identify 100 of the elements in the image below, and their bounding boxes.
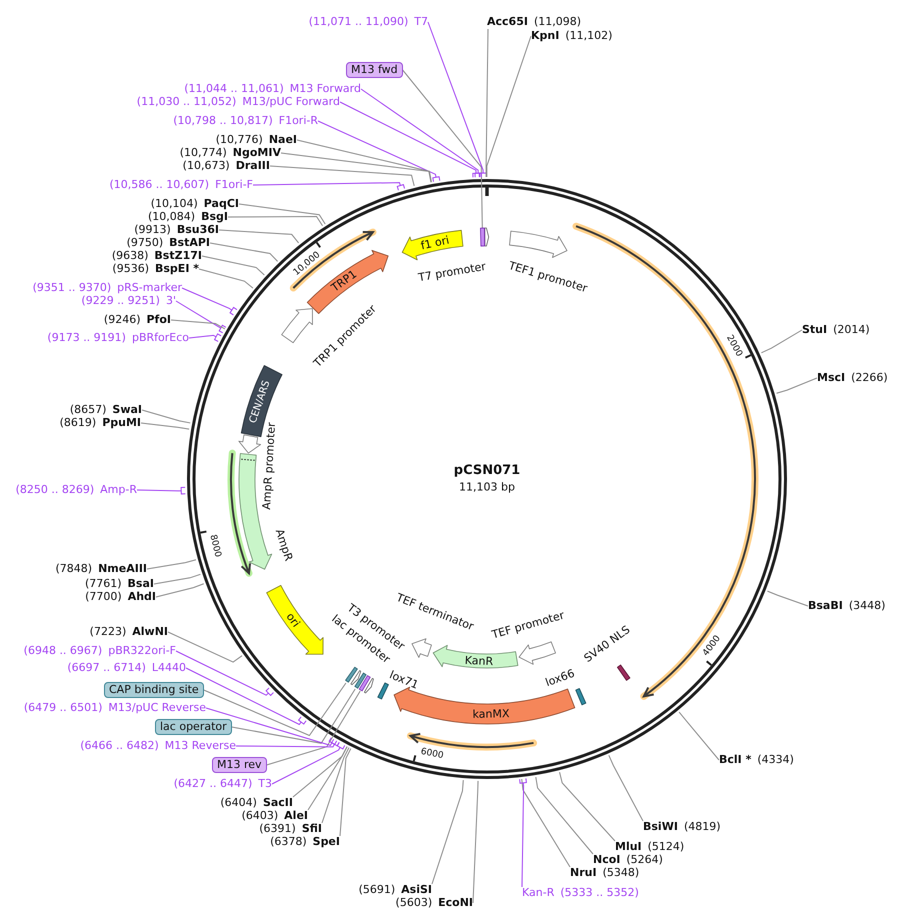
coordinate-label: (6403) [242, 809, 278, 823]
leader-line [176, 300, 226, 334]
primer-name: Kan-R [522, 886, 554, 900]
enzyme-name: NruI [570, 866, 597, 880]
enzyme-name: BclI * [719, 753, 752, 767]
scale-label: 8000 [206, 533, 222, 558]
coordinate-label: (9229 .. 9251) [81, 294, 160, 308]
plasmid-size: 11,103 bp [459, 480, 515, 494]
leader-line [266, 690, 361, 766]
coordinate-label: (5691) [358, 883, 396, 897]
primer-name: Amp-R [100, 483, 137, 497]
coordinate-label: (10,084) [148, 210, 196, 224]
leader-line [535, 776, 594, 854]
coordinate-label: (5333 .. 5352) [560, 886, 639, 900]
coordinate-label: (6404) [220, 796, 257, 810]
leader-line [140, 422, 190, 430]
feature-label: lox66 [543, 666, 576, 690]
coordinate-label: (11,102) [565, 29, 612, 43]
coordinate-label: (9536) [112, 262, 149, 276]
coordinate-label: (10,104) [150, 197, 198, 211]
leader-line [280, 152, 432, 183]
primer-name: 3' [166, 294, 176, 308]
leader-line [154, 574, 201, 584]
coordinate-label: (9246) [104, 313, 140, 327]
leader-line [340, 748, 352, 836]
enzyme-name: AhdI [128, 590, 156, 604]
coordinate-label: (7761) [84, 577, 122, 591]
coordinate-label: (8250 .. 8269) [16, 483, 94, 497]
leader-line [432, 780, 464, 884]
enzyme-name: SwaI [112, 403, 142, 417]
primer-name: pRS-marker [117, 281, 182, 295]
leader-line [202, 256, 265, 276]
leader-line [231, 688, 356, 744]
primer-name: F1ori-F [215, 178, 253, 192]
coordinate-label: (6479 .. 6501) [24, 701, 102, 715]
enzyme-name: BsaI [128, 577, 154, 591]
leader-line [170, 320, 226, 330]
coordinate-label: (5124) [648, 840, 684, 854]
leader-line [486, 28, 488, 178]
leader-line [272, 742, 346, 784]
enzyme-name: Bsu36I [176, 223, 219, 237]
leader-line [252, 182, 406, 191]
coordinate-label: (9173 .. 9191) [47, 331, 126, 345]
scale-label: 6000 [419, 746, 444, 762]
primer-name: M13 Forward [290, 82, 361, 96]
primer-name: pBRforEco [132, 331, 189, 345]
enzyme-name: BstAPI [169, 236, 210, 250]
enzyme-name: SfiI [302, 822, 322, 836]
leader-line [760, 330, 802, 354]
coordinate-label: (6948 .. 6967) [24, 644, 102, 658]
coordinate-label: (8657) [70, 403, 106, 417]
enzyme-name: BsiWI [643, 820, 678, 834]
leader-line [182, 288, 238, 316]
primer-name: M13 Reverse [164, 739, 236, 753]
enzyme-name: KpnI [531, 29, 560, 43]
enzyme-name: AlwNI [132, 625, 168, 639]
coordinate-label: (9913) [134, 223, 171, 237]
enzyme-name: SacII [262, 796, 293, 810]
primer-name: F1ori-R [278, 114, 318, 128]
leader-line [322, 747, 350, 824]
enzyme-name: AleI [284, 809, 308, 823]
leader-line [238, 204, 326, 224]
primer-name: T3 [258, 777, 272, 791]
leader-line [428, 22, 487, 178]
leader-line [186, 668, 307, 725]
feature-label: AmpR promoter [260, 422, 278, 510]
coordinate-label: (11,071 .. 11,090) [308, 15, 408, 29]
leader-line [203, 682, 346, 736]
feature-label: T7 promoter [416, 260, 486, 284]
enzyme-name: BsgI [201, 210, 228, 224]
coordinate-label: (9638) [112, 249, 148, 263]
leader-line [402, 70, 483, 228]
enzyme-name: BstZ17I [154, 249, 202, 263]
enzyme-name: NgoMIV [232, 146, 281, 160]
feature-label: ori [284, 610, 303, 630]
leader-line [308, 746, 348, 810]
leader-line [678, 712, 720, 760]
coordinate-label: (11,098) [534, 15, 582, 29]
coordinate-label: (7700) [85, 590, 122, 604]
feature-callout: CAP binding site [104, 682, 204, 698]
coordinate-label: (9351 .. 9370) [32, 281, 112, 295]
coordinate-label: (11,044 .. 11,061) [184, 82, 284, 96]
leader-line [776, 378, 818, 394]
coordinate-label: (4819) [684, 820, 721, 834]
coordinate-label: (3448) [848, 599, 886, 613]
feature-callout: M13 rev [212, 757, 267, 773]
coordinate-label: (5603) [396, 896, 432, 910]
enzyme-name: StuI [802, 323, 828, 337]
leader-line [521, 778, 570, 868]
coordinate-label: (5348) [602, 866, 640, 880]
leader-line [270, 166, 415, 186]
coordinate-label: (6427 .. 6447) [174, 777, 252, 791]
coordinate-label: (4334) [757, 753, 794, 767]
coordinate-label: (6697 .. 6714) [67, 661, 146, 675]
enzyme-name: BspEI * [155, 262, 199, 276]
leader-line [210, 242, 278, 262]
enzyme-name: NaeI [268, 133, 297, 147]
feature-label: KanR [464, 654, 494, 668]
coordinate-label: (10,774) [180, 146, 227, 160]
leader-line [228, 216, 324, 226]
